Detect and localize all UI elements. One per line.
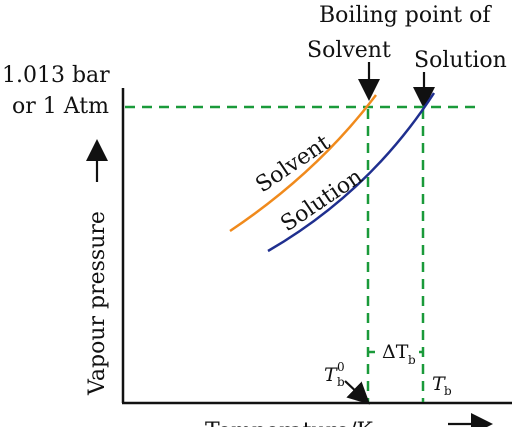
tb-label: T b xyxy=(432,373,452,398)
t0-label-sub: b xyxy=(337,375,345,389)
delta-tb-label-prefix: ΔT xyxy=(382,341,409,363)
y-axis-label-group: Vapour pressure xyxy=(85,211,110,396)
tb-label-t: T xyxy=(432,373,446,395)
t0-label-t: T xyxy=(324,364,338,386)
delta-tb-label-sub: b xyxy=(408,353,416,367)
solvent-curve xyxy=(229,94,377,233)
delta-tb-label: ΔT b xyxy=(375,340,419,367)
pressure-label-line2: or 1 Atm xyxy=(12,94,109,119)
pressure-label-line1: 1.013 bar xyxy=(2,63,110,88)
delta-tb-label-bg xyxy=(375,340,419,364)
x-axis-label: Temperature/K xyxy=(205,419,374,427)
t0-label: T b 0 xyxy=(324,360,345,389)
solution-curve xyxy=(267,92,436,253)
header-solvent-label: Solvent xyxy=(307,38,391,63)
y-axis-label: Vapour pressure xyxy=(85,211,110,396)
t0-pointer-arrow xyxy=(344,380,371,405)
header-solution-label: Solution xyxy=(414,48,507,73)
tb-label-sub: b xyxy=(444,384,452,398)
header-title: Boiling point of xyxy=(319,3,492,28)
t0-label-sup: 0 xyxy=(337,360,345,374)
